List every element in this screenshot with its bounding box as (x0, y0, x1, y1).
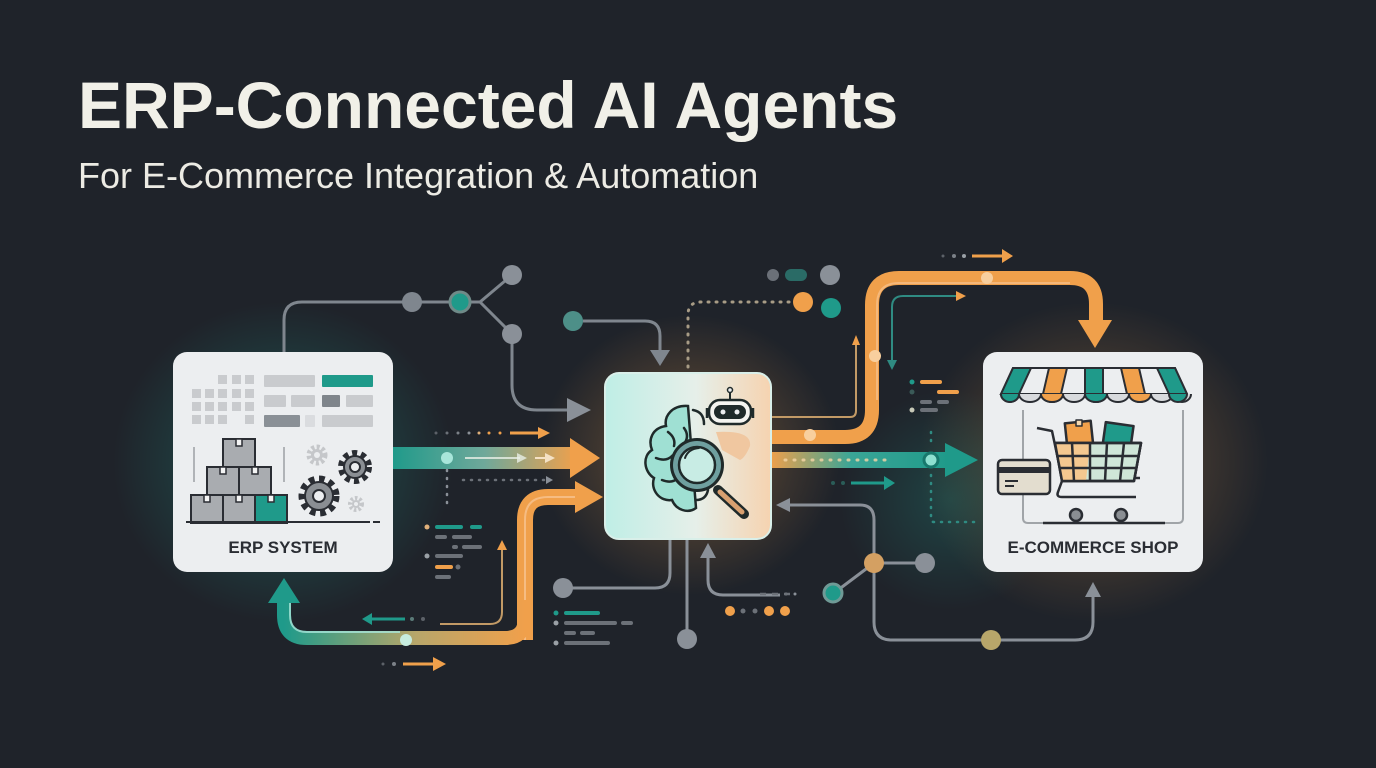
ecommerce-shop-card[interactable]: E-COMMERCE SHOP (983, 352, 1203, 572)
boxes-icon (190, 438, 288, 524)
table-bars (264, 375, 373, 427)
cart-icon (1036, 419, 1143, 523)
network-node (677, 629, 697, 649)
network-node (981, 630, 1001, 650)
network-node (502, 324, 522, 344)
arrow-head-up-erp (268, 578, 300, 603)
awning-icon (999, 367, 1192, 403)
gears-icon (298, 444, 372, 517)
network-node (915, 553, 935, 573)
code-snippet-right (909, 379, 959, 413)
network-node (822, 582, 844, 604)
ai-to-shop-orange-arrow (770, 271, 1103, 444)
code-snippet-center (553, 610, 633, 646)
arrow-head (650, 350, 670, 366)
code-snippet-left (424, 524, 482, 579)
page-subtitle: For E-Commerce Integration & Automation (78, 155, 759, 196)
grid-icon (192, 375, 254, 424)
network-node (864, 553, 884, 573)
ai-to-shop-teal-arrow (770, 452, 950, 468)
magnifier-icon (670, 438, 749, 519)
erp-to-ai-arrow (392, 438, 600, 478)
ecommerce-shop-label: E-COMMERCE SHOP (1008, 538, 1179, 557)
network-node (402, 292, 422, 312)
erp-system-label: ERP SYSTEM (228, 538, 337, 557)
network-node (448, 290, 472, 314)
page-title: ERP-Connected AI Agents (78, 68, 899, 142)
credit-card-icon (996, 458, 1052, 496)
network-node (563, 311, 583, 331)
robot-icon (705, 386, 755, 460)
ai-agent-card[interactable] (604, 372, 772, 540)
network-node (502, 265, 522, 285)
status-dots (725, 606, 790, 616)
network-node (553, 578, 573, 598)
erp-system-card[interactable]: ERP SYSTEM (173, 352, 393, 572)
